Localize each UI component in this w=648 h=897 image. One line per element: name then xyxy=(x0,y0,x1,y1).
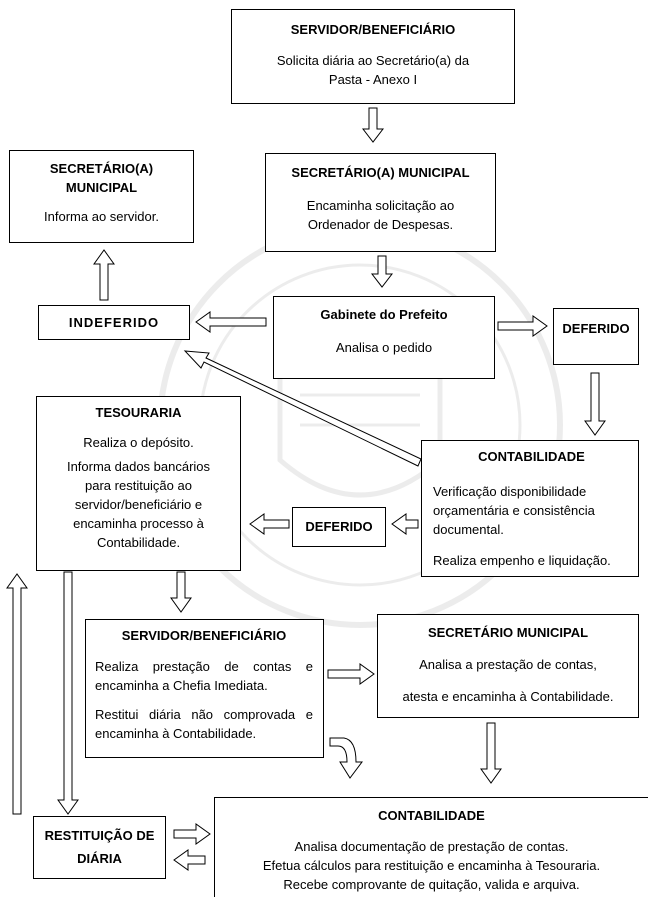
servidor-mid-title: SERVIDOR/BENEFICIÁRIO xyxy=(121,628,287,643)
contabilidade-bottom-title: CONTABILIDADE xyxy=(378,808,485,823)
secretario-municipal-line2: Ordenador de Despesas. xyxy=(307,217,454,232)
tesouraria-line1: Realiza o depósito. xyxy=(83,435,194,450)
arrow-up-long xyxy=(6,573,28,815)
secretario-municipal-2-title: SECRETÁRIO MUNICIPAL xyxy=(427,625,589,640)
arrow-down-5 xyxy=(480,722,502,784)
gabinete-title: Gabinete do Prefeito xyxy=(320,307,448,322)
contabilidade-top-line3: documental. xyxy=(433,522,504,537)
servidor-mid-line4: encaminha à Contabilidade. xyxy=(95,726,257,741)
servidor-top-line1: Solicita diária ao Secretário(a) da xyxy=(276,53,470,68)
arrow-down-3 xyxy=(584,372,606,436)
arrow-right-2 xyxy=(327,663,375,685)
arrow-left-2 xyxy=(391,513,419,535)
arrow-left-4 xyxy=(173,849,206,871)
arrow-up-1 xyxy=(93,249,115,301)
servidor-beneficiario-top-box: SERVIDOR/BENEFICIÁRIO Solicita diária ao… xyxy=(231,9,515,104)
secretario-left-title-2: MUNICIPAL xyxy=(65,180,138,195)
contabilidade-bottom-line3: Recebe comprovante de quitação, valida e… xyxy=(283,877,580,892)
contabilidade-bottom-box: CONTABILIDADE Analisa documentação de pr… xyxy=(214,797,648,897)
arrow-down-2 xyxy=(370,255,394,288)
secretario-municipal-2-line2: atesta e encaminha à Contabilidade. xyxy=(402,689,614,704)
gabinete-prefeito-box: Gabinete do Prefeito Analisa o pedido xyxy=(273,296,495,379)
indeferido-label: INDEFERIDO xyxy=(68,315,160,330)
arrow-left-1 xyxy=(195,311,267,333)
secretario-municipal-2-line1: Analisa a prestação de contas, xyxy=(419,657,597,672)
tesouraria-line4: servidor/beneficiário e xyxy=(74,497,203,512)
contabilidade-bottom-line2: Efetua cálculos para restituição e encam… xyxy=(262,858,601,873)
arrow-diagonal xyxy=(183,350,422,467)
contabilidade-top-box: CONTABILIDADE Verificação disponibilidad… xyxy=(421,440,639,577)
restituicao-line1: RESTITUIÇÃO DE xyxy=(44,828,155,843)
servidor-top-title: SERVIDOR/BENEFICIÁRIO xyxy=(290,22,456,37)
contabilidade-top-line1: Verificação disponibilidade xyxy=(433,484,587,499)
servidor-mid-line2: encaminha a Chefia Imediata. xyxy=(95,678,268,693)
servidor-mid-line1: Realiza prestação de contas e xyxy=(95,659,313,674)
secretario-left-text: Informa ao servidor. xyxy=(44,209,159,224)
deferido-mid-box: DEFERIDO xyxy=(292,507,386,547)
contabilidade-top-title: CONTABILIDADE xyxy=(478,449,585,464)
deferido-right-box: DEFERIDO xyxy=(553,308,639,365)
tesouraria-line2: Informa dados bancários xyxy=(66,459,211,474)
tesouraria-line3: para restituição ao xyxy=(85,478,192,493)
restituicao-diaria-box: RESTITUIÇÃO DE DIÁRIA xyxy=(33,816,166,879)
tesouraria-line6: Contabilidade. xyxy=(96,535,181,550)
arrow-left-3 xyxy=(249,513,290,535)
arrow-curved xyxy=(329,737,363,779)
tesouraria-title: TESOURARIA xyxy=(95,405,182,420)
contabilidade-bottom-line1: Analisa documentação de prestação de con… xyxy=(294,839,569,854)
secretario-municipal-title: SECRETÁRIO(A) MUNICIPAL xyxy=(291,165,470,180)
contabilidade-top-line2: orçamentária e consistência xyxy=(433,503,595,518)
indeferido-box: INDEFERIDO xyxy=(38,305,190,340)
deferido-mid-label: DEFERIDO xyxy=(305,519,373,534)
arrow-down-1 xyxy=(361,107,385,143)
arrow-right-1 xyxy=(497,315,548,337)
servidor-beneficiario-mid-box: SERVIDOR/BENEFICIÁRIO Realiza prestação … xyxy=(85,619,324,758)
secretario-municipal-2-box: SECRETÁRIO MUNICIPAL Analisa a prestação… xyxy=(377,614,639,718)
secretario-municipal-box: SECRETÁRIO(A) MUNICIPAL Encaminha solici… xyxy=(265,153,496,252)
tesouraria-box: TESOURARIA Realiza o depósito. Informa d… xyxy=(36,396,241,571)
servidor-mid-line3: Restitui diária não comprovada e xyxy=(95,707,313,722)
gabinete-text: Analisa o pedido xyxy=(335,340,433,355)
restituicao-line2: DIÁRIA xyxy=(77,851,122,866)
contabilidade-top-line4: Realiza empenho e liquidação. xyxy=(433,553,611,568)
servidor-top-line2: Pasta - Anexo I xyxy=(328,72,418,87)
secretario-left-title-1: SECRETÁRIO(A) xyxy=(49,161,154,176)
arrow-down-4 xyxy=(170,571,192,613)
deferido-right-label: DEFERIDO xyxy=(562,321,630,336)
secretario-municipal-line1: Encaminha solicitação ao xyxy=(306,198,455,213)
secretario-left-box: SECRETÁRIO(A) MUNICIPAL Informa ao servi… xyxy=(9,150,194,243)
arrow-down-long xyxy=(57,571,79,815)
tesouraria-line5: encaminha processo à xyxy=(73,516,204,531)
arrow-right-3 xyxy=(173,823,211,845)
